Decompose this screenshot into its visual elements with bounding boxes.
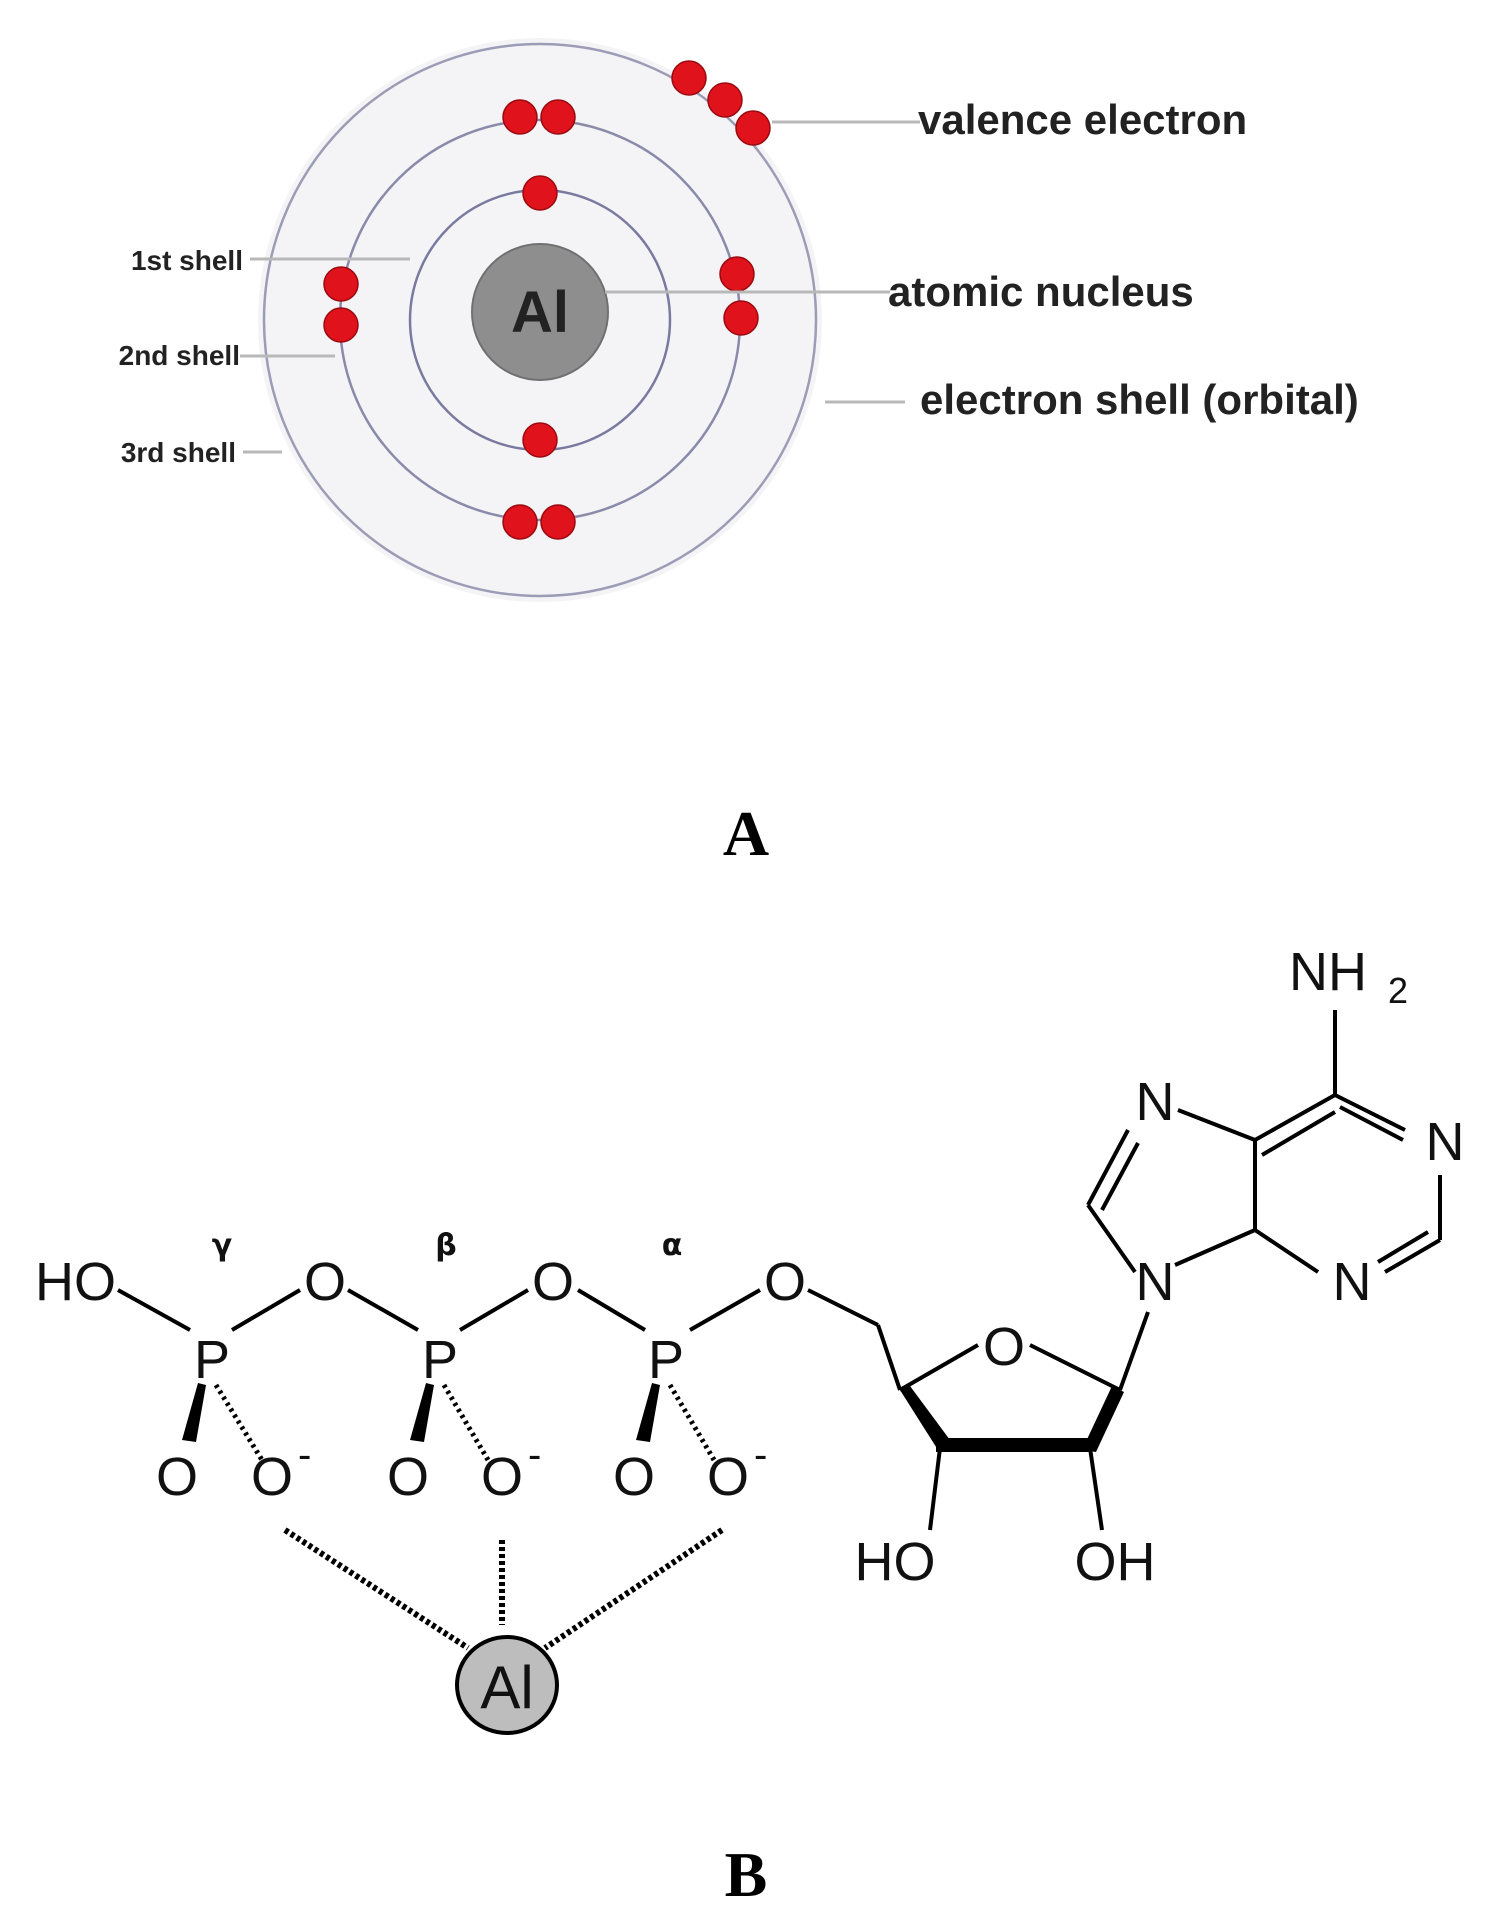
terminal-hydroxyl: HO xyxy=(35,1252,116,1312)
gamma-label: γ xyxy=(212,1228,232,1263)
oxygen-anion: O xyxy=(707,1447,749,1507)
electron xyxy=(522,175,558,211)
third-shell xyxy=(262,42,818,598)
phosphorus-gamma: P xyxy=(194,1330,230,1390)
bond xyxy=(1383,1238,1442,1274)
nucleus-symbol: Al xyxy=(511,280,569,345)
bond xyxy=(347,1288,419,1332)
label-1st-shell: 1st shell xyxy=(131,245,243,276)
bond xyxy=(1100,1142,1140,1211)
imidazole-n7: N xyxy=(1136,1072,1175,1132)
bond xyxy=(1118,1311,1150,1391)
hashed-bond xyxy=(667,1383,717,1462)
electron xyxy=(719,256,755,292)
electron xyxy=(502,99,538,135)
bond xyxy=(689,1288,761,1332)
coordination-bond xyxy=(543,1527,724,1651)
bond xyxy=(1334,1093,1406,1132)
bond xyxy=(876,1324,902,1391)
electron xyxy=(723,300,759,336)
bond xyxy=(1088,1447,1104,1531)
wedge-bond xyxy=(636,1383,660,1442)
ring-oxygen: O xyxy=(983,1317,1025,1377)
valence-electron xyxy=(735,110,771,146)
hashed-bond xyxy=(441,1383,491,1462)
bohr-model-diagram: Al valence electron atomic nucleus elect… xyxy=(119,38,1359,602)
hashed-bond xyxy=(213,1383,265,1462)
bridge-oxygen: O xyxy=(532,1252,574,1312)
bridge-oxygen: O xyxy=(764,1252,806,1312)
valence-electron xyxy=(707,82,743,118)
amino-group: NH xyxy=(1289,942,1367,1002)
wedge-bond xyxy=(410,1383,434,1442)
bond xyxy=(1177,1108,1256,1142)
bond xyxy=(576,1288,647,1332)
amino-subscript: 2 xyxy=(1388,970,1408,1011)
electron xyxy=(502,504,538,540)
bond xyxy=(1086,1129,1130,1206)
bond xyxy=(1029,1343,1121,1392)
ring-bond-bold xyxy=(936,1438,1090,1452)
label-valence-electron: valence electron xyxy=(918,96,1247,143)
negative-charge: - xyxy=(754,1433,767,1477)
bond xyxy=(117,1288,191,1332)
bond xyxy=(1254,1093,1336,1142)
aluminium-ion xyxy=(455,1635,559,1735)
electron xyxy=(323,266,359,302)
electron xyxy=(323,307,359,343)
pyrimidine-n3: N xyxy=(1333,1252,1372,1312)
imidazole-n9: N xyxy=(1136,1252,1175,1312)
panel-label-a: A xyxy=(723,798,769,869)
bond xyxy=(1260,1110,1337,1157)
bridge-oxygen: O xyxy=(304,1252,346,1312)
atp-aluminium-structure: Al HO γ P O β P O α P O O O - O O - O O … xyxy=(35,942,1465,1735)
bond xyxy=(230,1288,302,1332)
oxygen-anion: O xyxy=(251,1447,293,1507)
aluminium-symbol: Al xyxy=(480,1654,533,1721)
electron xyxy=(522,422,558,458)
oxygen-double: O xyxy=(613,1447,655,1507)
bond xyxy=(899,1343,979,1392)
label-atomic-nucleus: atomic nucleus xyxy=(888,268,1194,315)
bond xyxy=(1339,1105,1404,1142)
bond xyxy=(1376,1230,1430,1264)
ring-bond-bold xyxy=(1082,1386,1124,1452)
oxygen-anion: O xyxy=(481,1447,523,1507)
oxygen-double: O xyxy=(156,1447,198,1507)
bond xyxy=(807,1288,879,1327)
sugar-hydroxyl-2: OH xyxy=(1075,1532,1156,1592)
bond xyxy=(928,1447,942,1531)
bond xyxy=(1174,1228,1256,1267)
phosphorus-alpha: P xyxy=(648,1330,684,1390)
sugar-hydroxyl-3: HO xyxy=(855,1532,936,1592)
bond xyxy=(1253,1228,1320,1274)
electron xyxy=(540,99,576,135)
negative-charge: - xyxy=(528,1433,541,1477)
electron xyxy=(540,504,576,540)
phosphorus-beta: P xyxy=(422,1330,458,1390)
atomic-nucleus xyxy=(471,243,609,381)
label-electron-shell: electron shell (orbital) xyxy=(920,376,1359,423)
bond xyxy=(458,1288,530,1332)
wedge-bond xyxy=(182,1383,206,1442)
valence-electron xyxy=(671,60,707,96)
negative-charge: - xyxy=(298,1433,311,1477)
ring-bond-bold xyxy=(900,1386,950,1450)
coordination-bond xyxy=(283,1527,470,1651)
bond xyxy=(1086,1203,1137,1274)
panel-label-b: B xyxy=(725,1839,768,1910)
oxygen-double: O xyxy=(387,1447,429,1507)
alpha-label: α xyxy=(662,1228,683,1263)
label-3rd-shell: 3rd shell xyxy=(121,437,236,468)
pyrimidine-n1: N xyxy=(1426,1112,1465,1172)
label-2nd-shell: 2nd shell xyxy=(119,340,240,371)
beta-label: β xyxy=(435,1228,456,1263)
